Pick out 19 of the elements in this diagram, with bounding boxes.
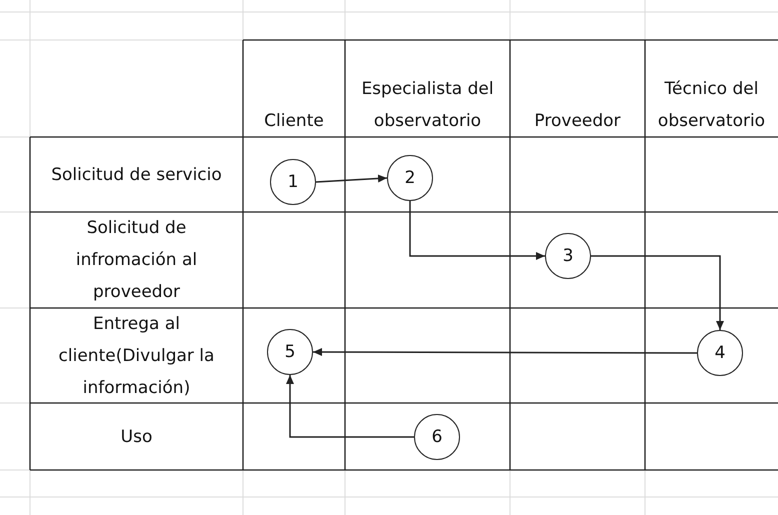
- step-circle: 6: [414, 414, 460, 460]
- step-circle: 2: [387, 155, 433, 201]
- column-header: Cliente: [263, 110, 325, 133]
- arrow: [316, 174, 388, 183]
- step-circle: 3: [545, 233, 591, 279]
- arrow: [313, 348, 697, 356]
- row-header: Uso: [120, 426, 154, 448]
- step-circle: 1: [270, 159, 316, 205]
- step-circle: 4: [697, 330, 743, 376]
- step-circle: 5: [267, 329, 313, 375]
- arrow: [409, 201, 545, 260]
- column-header: Proveedor: [533, 110, 622, 133]
- row-header: Solicitud de infromación al proveedor: [74, 217, 198, 304]
- row-header: Solicitud de servicio: [50, 164, 223, 186]
- column-header: Técnico del observatorio: [656, 78, 766, 133]
- row-header: Entrega al cliente(Divulgar la información): [58, 312, 216, 400]
- arrow: [591, 255, 724, 330]
- column-header: Especialista del observatorio: [360, 78, 495, 133]
- arrow: [286, 375, 414, 438]
